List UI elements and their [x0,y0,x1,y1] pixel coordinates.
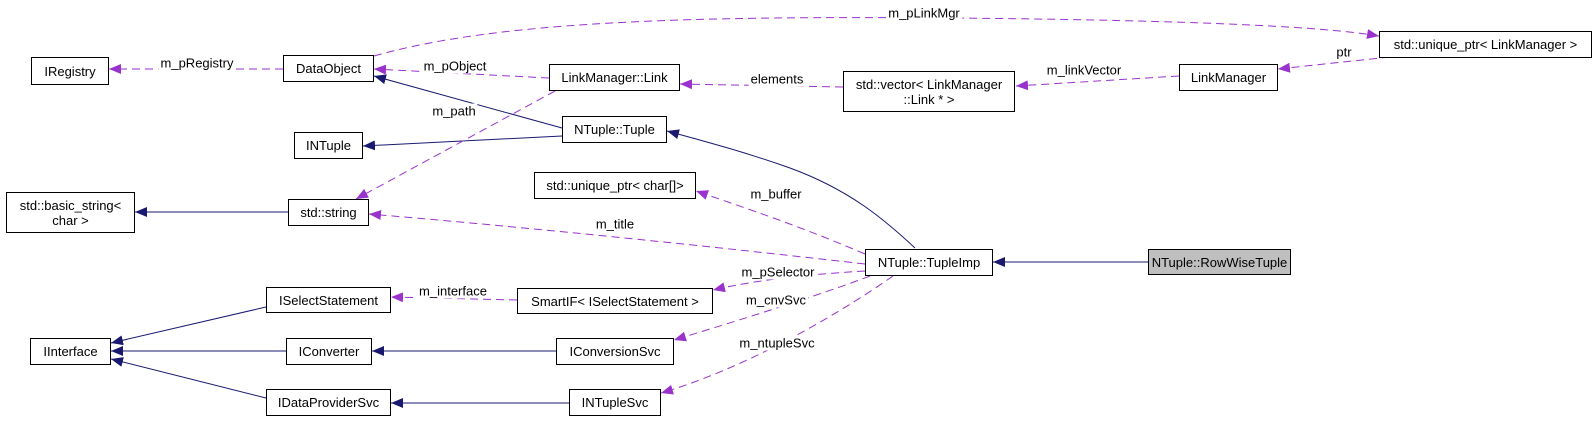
node-iconversionsvc[interactable]: IConversionSvc [556,338,674,365]
node-dataobject[interactable]: DataObject [283,55,374,82]
edge-label-ptr: ptr [1334,44,1354,60]
edge-label-elements: elements [748,71,806,87]
edge-label-m-title: m_title [593,216,637,232]
edge-tupleimp-to-smartif-m-pselector [712,270,866,293]
edge-linkmanager-to-vector-m-linkvector [1015,75,1180,91]
edge-label-m-pselector: m_pSelector [739,264,817,280]
edge-link-to-stdstring-m-path [355,90,556,200]
edge-label-m-interface: m_interface [417,283,489,299]
edge-label-m-plinkmgr: m_pLinkMgr [886,5,962,21]
node-smartif-iselectstatement[interactable]: SmartIF< ISelectStatement > [517,288,713,314]
edge-idataprovidersvc-to-iinterface [110,357,267,399]
edge-link-to-dataobject-m-pobject [373,64,550,79]
node-std-basic-string[interactable]: std::basic_string< char > [6,192,135,233]
edge-tuple-to-dataobject [373,74,563,129]
node-iselectstatement[interactable]: ISelectStatement [266,287,391,313]
edge-tupleimp-to-tuple [666,129,916,249]
edge-label-m-linkvector: m_linkVector [1044,62,1124,78]
node-iconverter[interactable]: IConverter [286,338,372,365]
node-std-unique-ptr-linkmanager[interactable]: std::unique_ptr< LinkManager > [1379,31,1592,58]
edge-label-m-pregistry: m_pRegistry [158,55,236,71]
node-linkmanager[interactable]: LinkManager [1179,64,1278,91]
node-intuple[interactable]: INTuple [294,132,363,159]
edge-label-m-pobject: m_pObject [421,58,489,74]
edge-label-m-ntuplesvc: m_ntupleSvc [737,335,817,351]
node-ntuple-rowwisetuple: NTuple::RowWiseTuple [1148,249,1291,275]
node-std-string[interactable]: std::string [288,199,369,226]
edge-tupleimp-to-stdstring-m-title [368,210,866,265]
node-ntuple-tuple[interactable]: NTuple::Tuple [562,116,667,143]
edge-tupleimp-to-iconversionsvc-m-cnvsvc [673,275,871,342]
node-std-unique-ptr-char[interactable]: std::unique_ptr< char[]> [534,172,696,199]
edge-label-m-cnvsvc: m_cnvSvc [744,292,808,308]
edge-tupleimp-to-uniqueptrchar-m-buffer [695,190,866,255]
node-intuplesvc[interactable]: INTupleSvc [569,389,661,416]
edge-label-m-buffer: m_buffer [748,186,804,202]
edge-uniqueptr-to-linkmanager-ptr [1277,56,1391,73]
edge-smartif-to-iselectstatement-m-interface [390,292,518,303]
edge-iselectstatement-to-iinterface [110,306,267,346]
node-iregistry[interactable]: IRegistry [31,57,109,85]
node-std-vector-link[interactable]: std::vector< LinkManager ::Link * > [843,71,1015,112]
edge-label-m-path: m_path [430,103,478,119]
node-ntuple-tupleimp[interactable]: NTuple::TupleImp [865,249,993,276]
node-iinterface[interactable]: IInterface [30,338,111,365]
edge-tupleimp-to-intuplesvc-m-ntuplesvc [660,275,894,395]
node-linkmanager-link[interactable]: LinkManager::Link [549,64,680,91]
edge-dataobject-to-uniqueptrlinkmanager-m-plinkmgr [373,17,1380,57]
node-idataprovidersvc[interactable]: IDataProviderSvc [266,389,391,416]
